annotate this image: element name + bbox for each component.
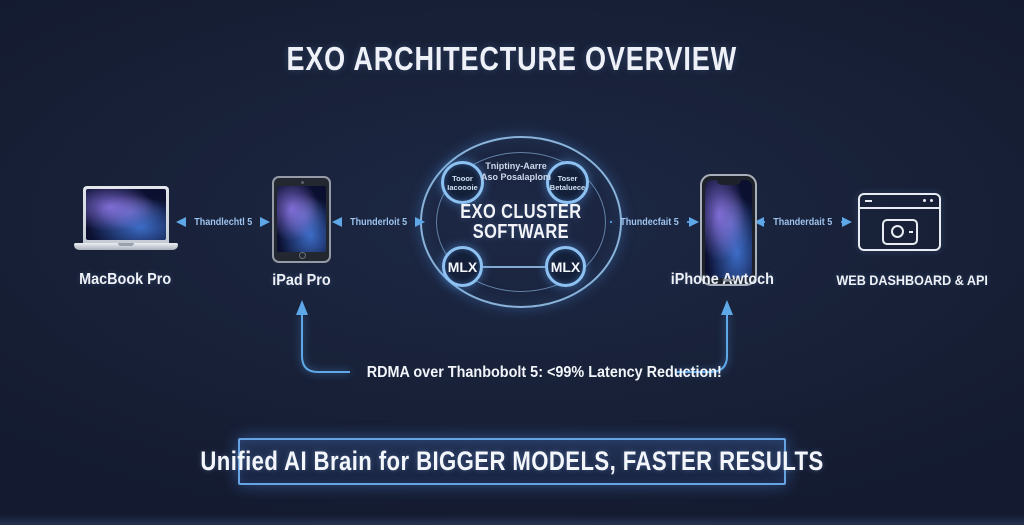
iphone-notch	[716, 179, 741, 185]
ipad-label: iPad Pro	[271, 272, 331, 289]
connection-ipad-cluster: Thunderloit 5	[332, 215, 426, 229]
web-dashboard-window	[858, 193, 941, 251]
macbook-device	[74, 186, 178, 250]
arrowhead-left-icon	[332, 217, 342, 227]
arrowhead-right-icon	[689, 217, 700, 227]
cluster-node-top-right: Toser Betaluece	[546, 161, 589, 204]
camera-lens-icon	[890, 225, 904, 238]
iphone-wallpaper	[705, 180, 752, 278]
connection-macbook-ipad: Thandlechtl 5	[176, 215, 271, 229]
connection-cluster-iphone: Thundecfait 5	[610, 215, 700, 229]
iphone-device	[700, 174, 757, 286]
cluster-inner-ring	[436, 152, 606, 292]
ipad-home-button	[298, 252, 306, 259]
arrowhead-right-icon	[415, 217, 426, 227]
cluster-note: Tniptiny-Aarre Aso Posalaplom	[480, 161, 552, 182]
arrowhead-left-icon	[754, 217, 764, 227]
mlx-connector-line	[483, 266, 545, 268]
ipad-wallpaper	[277, 186, 326, 252]
latency-callout: RDMA over Thanbobolt 5: <99% Latency Red…	[366, 364, 722, 381]
arrowhead-left-icon	[176, 217, 186, 227]
connection-label: Thandlechtl 5	[194, 216, 253, 228]
ipad-device	[272, 176, 331, 263]
camera-tick-icon	[908, 231, 913, 233]
macbook-base	[74, 243, 178, 250]
macbook-base-notch	[118, 243, 134, 246]
connector-callout-to-ipad	[301, 314, 350, 373]
cluster-node-mlx-left: MLX	[442, 246, 483, 287]
browser-menu-icon	[865, 200, 872, 202]
arrowhead-right-icon	[260, 217, 271, 227]
iphone-home-indicator	[722, 279, 735, 281]
browser-window-dot-icon	[930, 199, 933, 202]
arrowhead-right-icon	[842, 217, 853, 227]
tagline-text: Unified AI Brain for BIGGER MODELS, FAST…	[200, 446, 824, 476]
cluster-node-top-left: Tooor Iacoooie	[441, 161, 484, 204]
browser-titlebar	[860, 195, 939, 209]
macbook-label: MacBook Pro	[78, 271, 172, 288]
connection-label: Thundecfait 5	[620, 216, 679, 228]
tagline-banner: Unified AI Brain for BIGGER MODELS, FAST…	[200, 438, 823, 485]
macbook-wallpaper	[86, 189, 166, 240]
arrowhead-up-left	[296, 300, 308, 315]
connection-label: Thunderloit 5	[350, 216, 408, 228]
browser-window-dot-icon	[923, 199, 926, 202]
connection-label: Thanderdait 5	[773, 216, 833, 228]
cluster-title: EXO CLUSTER SOFTWARE	[460, 201, 582, 243]
page-title: EXO ARCHITECTURE OVERVIEW	[286, 40, 738, 77]
macbook-screen	[83, 186, 169, 243]
cluster-node-mlx-right: MLX	[545, 246, 586, 287]
connection-iphone-dashboard: Thanderdait 5	[754, 215, 853, 229]
camera-icon	[881, 219, 918, 245]
arrowhead-up-right	[721, 300, 733, 315]
iphone-label: iPhone Awtoch	[670, 271, 775, 288]
ipad-camera-icon	[300, 181, 304, 184]
dashboard-label: WEB DASHBOARD & API	[836, 272, 988, 288]
